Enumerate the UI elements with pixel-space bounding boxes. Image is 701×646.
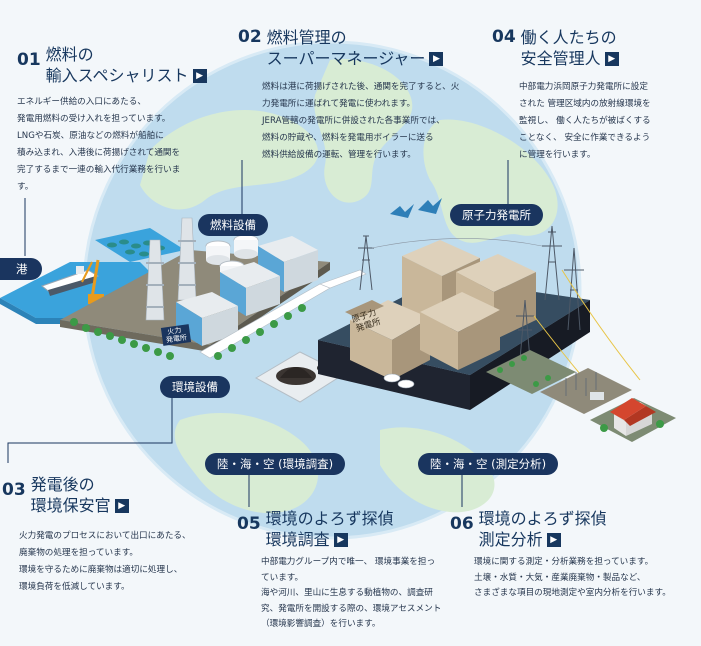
- section-02-title: 燃料管理の スーパーマネージャー▶: [267, 27, 444, 69]
- section-06-arrow-icon[interactable]: ▶: [546, 532, 561, 547]
- section-02-desc-line: 燃料供給設備の運転、管理を行います。: [262, 150, 416, 160]
- section-04-desc-line: 監視し、 働く人たちが被ばくする: [519, 116, 651, 126]
- leader-lines: [7, 160, 509, 507]
- section-04-arrow-icon[interactable]: ▶: [604, 51, 619, 66]
- section-05-desc-line: （環境影響調査）を行います。: [261, 619, 381, 629]
- section-05-desc-line: 海や河川、里山に生息する動植物の、調査研: [261, 588, 433, 598]
- section-04: 04 働く人たちの 安全管理人▶ 中部電力浜岡原子力発電所に設定 された 管理区…: [492, 27, 692, 164]
- section-03-desc-line: 環境を守るために廃棄物は適切に処理し、: [19, 565, 183, 575]
- section-02-title-line-2: スーパーマネージャー: [266, 49, 426, 68]
- section-01-title-line-2: 輸入スペシャリスト: [45, 66, 189, 85]
- section-01-heading-link[interactable]: 01 燃料の 輸入スペシャリスト▶: [17, 44, 232, 86]
- birds: [390, 198, 442, 218]
- substation: [486, 350, 632, 414]
- section-05-desc-line: 中部電力グループ内で唯一、 環境事業を担っ: [261, 557, 436, 567]
- section-01: 01 燃料の 輸入スペシャリスト▶ エネルギー供給の入口にあたる、 発電用燃料の…: [17, 44, 232, 196]
- section-04-heading-link[interactable]: 04 働く人たちの 安全管理人▶: [492, 27, 692, 69]
- label-env-survey[interactable]: 陸・海・空 (環境調査): [205, 453, 346, 475]
- section-02-heading-link[interactable]: 02 燃料管理の スーパーマネージャー▶: [238, 27, 488, 69]
- section-06-number: 06: [450, 514, 474, 534]
- section-05-arrow-icon[interactable]: ▶: [333, 532, 348, 547]
- section-02: 02 燃料管理の スーパーマネージャー▶ 燃料は港に荷揚げされた後、通関を完了す…: [238, 27, 488, 164]
- section-06: 06 環境のよろず探偵 測定分析▶ 環境に関する測定・分析業務を担っています。 …: [450, 508, 695, 602]
- svg-text:火力 発電所: 火力 発電所: [164, 325, 187, 345]
- section-05-desc-line: 究、発電所を開設する際の、環境アセスメント: [261, 603, 442, 614]
- section-03-number: 03: [2, 480, 26, 500]
- section-01-number: 01: [17, 50, 41, 70]
- section-02-desc-line: 燃料の貯蔵や、燃料を発電用ボイラーに送る: [262, 133, 434, 143]
- section-06-desc-line: 土壌・水質・大気・産業廃棄物・製品など、: [474, 572, 646, 583]
- section-01-desc-line: エネルギー供給の入口にあたる、: [17, 97, 146, 107]
- section-03-title-line-1: 発電後の: [30, 475, 95, 494]
- section-04-title: 働く人たちの 安全管理人▶: [521, 27, 619, 69]
- section-06-title: 環境のよろず探偵 測定分析▶: [479, 508, 607, 550]
- label-fuel-facility[interactable]: 燃料設備: [198, 214, 268, 236]
- label-port[interactable]: 港: [0, 258, 42, 280]
- section-05-number: 05: [237, 514, 261, 534]
- section-02-title-line-1: 燃料管理の: [266, 28, 347, 47]
- thermal-plant: 火力 発電所: [60, 217, 367, 360]
- section-03-heading-link[interactable]: 03 発電後の 環境保安官▶: [2, 474, 217, 516]
- globe: [82, 40, 582, 540]
- section-01-desc-line: 完了するまで一連の輸入代行業務を行いま: [17, 165, 181, 175]
- section-02-desc-line: 燃料は港に荷揚げされた後、通関を完了すると、火: [262, 82, 460, 92]
- section-03-description: 火力発電のプロセスにおいて出口にあたる、 廃棄物の処理を担っています。 環境を守…: [2, 528, 217, 596]
- section-03: 03 発電後の 環境保安官▶ 火力発電のプロセスにおいて出口にあたる、 廃棄物の…: [2, 474, 217, 596]
- section-04-number: 04: [492, 27, 516, 47]
- section-05-title-line-1: 環境のよろず探偵: [265, 509, 394, 528]
- section-04-title-line-1: 働く人たちの: [520, 28, 617, 47]
- section-04-desc-line: された 管理区域内の放射線環境を: [519, 99, 651, 109]
- section-06-description: 環境に関する測定・分析業務を担っています。 土壌・水質・大気・産業廃棄物・製品な…: [450, 555, 695, 602]
- port-area: [0, 228, 185, 324]
- section-01-title-line-1: 燃料の: [45, 45, 94, 64]
- section-01-desc-line: 発電用燃料の受け入れを担っています。: [17, 114, 171, 124]
- section-06-desc-line: さまざまな項目の現地測定や室内分析を行います。: [474, 588, 671, 598]
- section-03-desc-line: 環境負荷を低減しています。: [19, 582, 130, 592]
- section-05: 05 環境のよろず探偵 環境調査▶ 中部電力グループ内で唯一、 環境事業を担っ …: [237, 508, 447, 633]
- section-01-desc-line: 積み込まれ、入港後に荷揚げされて通関を: [17, 148, 181, 158]
- section-06-title-line-1: 環境のよろず探偵: [478, 509, 607, 528]
- section-06-title-line-2: 測定分析: [478, 530, 543, 549]
- label-measurement[interactable]: 陸・海・空 (測定分析): [418, 453, 559, 475]
- section-01-title: 燃料の 輸入スペシャリスト▶: [46, 44, 207, 86]
- section-05-desc-line: ています。: [261, 572, 304, 583]
- label-env-facility[interactable]: 環境設備: [160, 376, 230, 398]
- section-01-desc-line: LNGや石炭、原油などの燃料が船舶に: [17, 131, 164, 141]
- section-02-description: 燃料は港に荷揚げされた後、通関を完了すると、火 力発電所に運ばれて発電に使われま…: [238, 79, 488, 164]
- section-03-arrow-icon[interactable]: ▶: [114, 498, 129, 513]
- section-04-desc-line: に管理を行います。: [519, 150, 596, 160]
- label-nuclear-plant[interactable]: 原子力発電所: [450, 204, 543, 226]
- section-04-title-line-2: 安全管理人: [520, 49, 601, 68]
- section-03-desc-line: 廃棄物の処理を担っています。: [19, 548, 139, 558]
- section-01-desc-line: す。: [17, 182, 34, 192]
- section-06-desc-line: 環境に関する測定・分析業務を担っています。: [474, 557, 654, 567]
- thermal-sign-line-1: 火力: [167, 325, 182, 336]
- section-03-desc-line: 火力発電のプロセスにおいて出口にあたる、: [19, 531, 191, 541]
- section-02-number: 02: [238, 27, 262, 47]
- section-05-title: 環境のよろず探偵 環境調査▶: [266, 508, 394, 550]
- section-03-title: 発電後の 環境保安官▶: [31, 474, 129, 516]
- section-05-heading-link[interactable]: 05 環境のよろず探偵 環境調査▶: [237, 508, 447, 550]
- section-02-arrow-icon[interactable]: ▶: [429, 51, 444, 66]
- section-05-description: 中部電力グループ内で唯一、 環境事業を担っ ています。 海や河川、里山に生息する…: [237, 555, 447, 633]
- section-04-desc-line: 中部電力浜岡原子力発電所に設定: [519, 82, 648, 92]
- section-04-description: 中部電力浜岡原子力発電所に設定 された 管理区域内の放射線環境を 監視し、 働く…: [492, 79, 692, 164]
- house: [590, 398, 676, 442]
- section-05-title-line-2: 環境調査: [265, 530, 330, 549]
- section-03-title-line-2: 環境保安官: [30, 496, 111, 515]
- section-01-description: エネルギー供給の入口にあたる、 発電用燃料の受け入れを担っています。 LNGや石…: [17, 94, 232, 196]
- section-06-heading-link[interactable]: 06 環境のよろず探偵 測定分析▶: [450, 508, 695, 550]
- thermal-sign-line-2: 発電所: [165, 333, 187, 345]
- section-02-desc-line: 力発電所に運ばれて発電に使われます。: [262, 99, 416, 109]
- section-04-desc-line: ことなく、 安全に作業できるよう: [519, 133, 651, 143]
- section-01-arrow-icon[interactable]: ▶: [192, 68, 207, 83]
- section-02-desc-line: JERA管轄の発電所に併設された各事業所では、: [262, 116, 445, 126]
